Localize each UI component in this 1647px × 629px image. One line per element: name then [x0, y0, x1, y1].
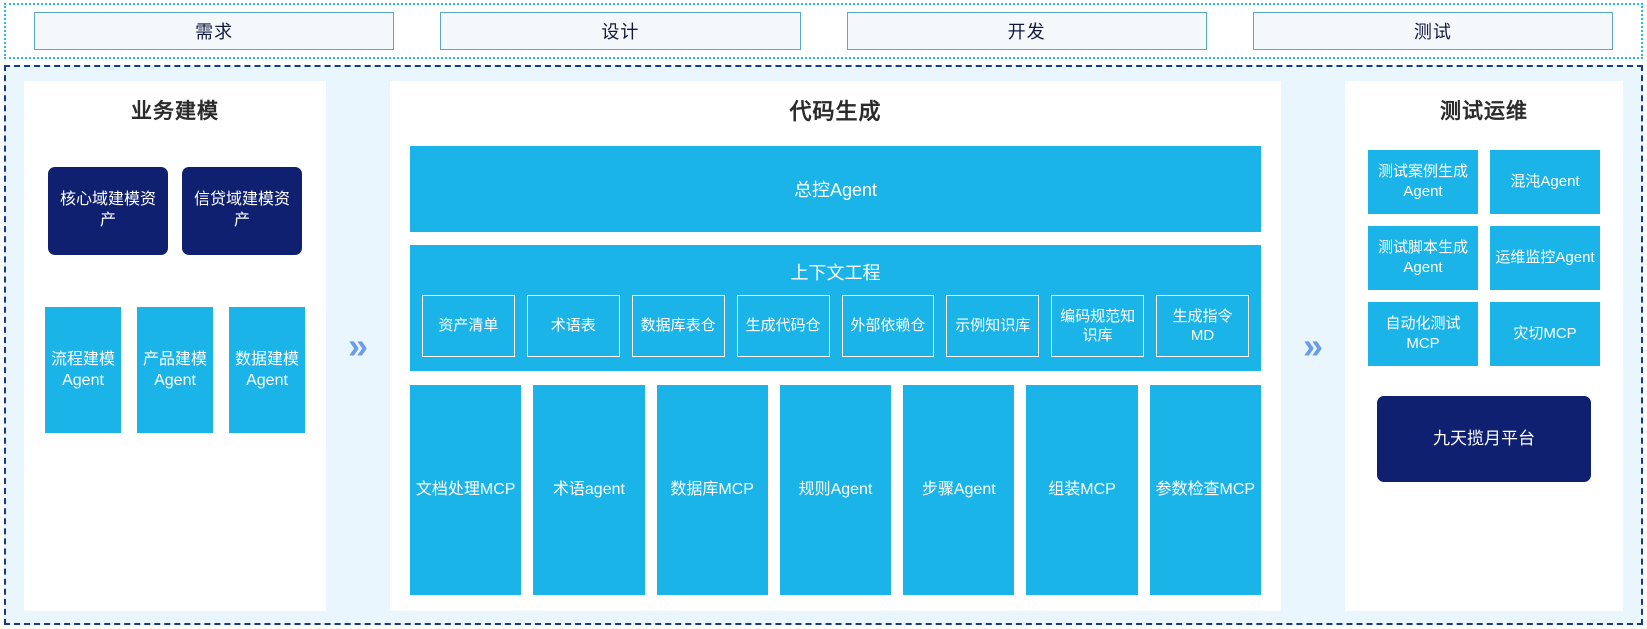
business-asset-group: 核心域建模资产 信贷域建模资产 [48, 167, 302, 255]
context-item-generated-code-repo[interactable]: 生成代码仓 [736, 295, 830, 357]
card-label: 核心域建模资产 [59, 191, 156, 229]
card-label: 参数检查MCP [1155, 481, 1256, 499]
panel-title: 业务建模 [131, 100, 219, 123]
chevron-right-icon-left: » [326, 81, 390, 611]
platform-card-jiutian-lanyue[interactable]: 九天揽月平台 [1377, 396, 1591, 482]
tool-card-assembly-mcp[interactable]: 组装MCP [1026, 385, 1138, 595]
panel-business-modeling: 业务建模 核心域建模资产 信贷域建模资产 流程建模Agent 产品建模Agent… [24, 81, 326, 611]
card-label: 混沌Agent [1510, 173, 1580, 191]
context-item-asset-inventory[interactable]: 资产清单 [422, 295, 515, 357]
item-label: 生成代码仓 [745, 317, 821, 335]
stage-bar: 需求 设计 开发 测试 [4, 3, 1643, 59]
agent-card-data-modeling[interactable]: 数据建模Agent [229, 307, 305, 433]
context-engineering-block: 上下文工程 资产清单 术语表 数据库表仓 生成代码仓 [410, 245, 1261, 371]
card-label: 测试脚本生成Agent [1377, 239, 1468, 276]
item-label: 编码规范知识库 [1060, 307, 1136, 345]
chevron-right-icon-right: » [1281, 81, 1345, 611]
card-label: 九天揽月平台 [1433, 428, 1535, 448]
item-label: 生成指令MD [1172, 307, 1233, 345]
business-agent-group: 流程建模Agent 产品建模Agent 数据建模Agent [45, 307, 305, 433]
card-label: 产品建模Agent [142, 350, 207, 389]
banner-label: 总控Agent [793, 180, 878, 200]
stage-label: 设计 [601, 22, 640, 42]
card-label: 信贷域建模资产 [193, 191, 290, 229]
card-label: 灾切MCP [1513, 325, 1577, 343]
tool-card-row: 文档处理MCP 术语agent 数据库MCP 规则Agent 步骤Agent [410, 385, 1261, 595]
panel-title: 代码生成 [789, 99, 882, 124]
tool-card-database-mcp[interactable]: 数据库MCP [656, 385, 768, 595]
panel-test-operations: 测试运维 测试案例生成Agent 混沌Agent 测试脚本生成Agent 运维监… [1345, 81, 1623, 611]
card-label: 文档处理MCP [415, 481, 516, 499]
asset-card-core-domain[interactable]: 核心域建模资产 [48, 167, 168, 255]
stage-label: 需求 [195, 22, 234, 42]
panel-title: 测试运维 [1440, 100, 1528, 123]
item-label: 术语表 [550, 317, 596, 335]
item-label: 外部依赖仓 [850, 317, 926, 335]
item-label: 示例知识库 [955, 317, 1031, 335]
tool-card-glossary-agent[interactable]: 术语agent [533, 385, 645, 595]
stage-tab-requirements[interactable]: 需求 [34, 12, 395, 50]
card-label: 运维监控Agent [1495, 249, 1595, 267]
architecture-board: 业务建模 核心域建模资产 信贷域建模资产 流程建模Agent 产品建模Agent… [4, 65, 1643, 625]
master-agent-banner[interactable]: 总控Agent [410, 146, 1261, 232]
context-item-glossary[interactable]: 术语表 [526, 295, 620, 357]
tool-card-document-processing-mcp[interactable]: 文档处理MCP [410, 385, 522, 595]
test-agent-grid: 测试案例生成Agent 混沌Agent 测试脚本生成Agent 运维监控Agen… [1368, 150, 1600, 366]
agent-card-ops-monitoring[interactable]: 运维监控Agent [1490, 226, 1600, 290]
card-label: 术语agent [552, 481, 625, 499]
stage-label: 测试 [1413, 22, 1452, 42]
tool-card-rule-agent[interactable]: 规则Agent [779, 385, 892, 595]
panel-code-generation: 代码生成 总控Agent 上下文工程 资产清单 术语表 [390, 81, 1281, 611]
card-label: 步骤Agent [921, 481, 996, 499]
agent-card-chaos[interactable]: 混沌Agent [1490, 150, 1600, 214]
code-generation-body: 总控Agent 上下文工程 资产清单 术语表 数据库表仓 [390, 126, 1281, 611]
chevron-glyph: » [1302, 325, 1324, 366]
context-item-coding-standard-knowledge-base[interactable]: 编码规范知识库 [1051, 295, 1145, 357]
asset-card-credit-domain[interactable]: 信贷域建模资产 [182, 167, 302, 255]
agent-card-product-modeling[interactable]: 产品建模Agent [137, 307, 213, 433]
stage-label: 开发 [1007, 22, 1046, 42]
tool-card-step-agent[interactable]: 步骤Agent [903, 385, 1015, 595]
card-label: 流程建模Agent [50, 350, 115, 389]
context-engineering-title: 上下文工程 [790, 263, 881, 283]
context-item-external-dependency-repo[interactable]: 外部依赖仓 [841, 295, 935, 357]
agent-card-disaster-recovery-mcp[interactable]: 灾切MCP [1490, 302, 1600, 366]
stage-tab-testing[interactable]: 测试 [1252, 12, 1613, 50]
item-label: 数据库表仓 [640, 317, 716, 335]
item-label: 资产清单 [438, 317, 499, 335]
card-label: 自动化测试MCP [1385, 315, 1461, 352]
tool-card-parameter-check-mcp[interactable]: 参数检查MCP [1149, 385, 1261, 595]
agent-card-test-script-generation[interactable]: 测试脚本生成Agent [1368, 226, 1478, 290]
card-label: 规则Agent [798, 481, 873, 499]
stage-tab-design[interactable]: 设计 [440, 12, 801, 50]
context-item-db-table-repo[interactable]: 数据库表仓 [631, 295, 725, 357]
card-label: 组装MCP [1048, 481, 1116, 499]
card-label: 数据库MCP [670, 481, 754, 499]
chevron-glyph: » [347, 325, 369, 366]
test-operations-body: 测试案例生成Agent 混沌Agent 测试脚本生成Agent 运维监控Agen… [1345, 125, 1623, 496]
agent-card-test-case-generation[interactable]: 测试案例生成Agent [1368, 150, 1478, 214]
context-item-generation-instruction-md[interactable]: 生成指令MD [1156, 295, 1249, 357]
stage-tab-development[interactable]: 开发 [846, 12, 1207, 50]
context-item-row: 资产清单 术语表 数据库表仓 生成代码仓 外部依赖仓 [422, 295, 1249, 357]
agent-card-process-modeling[interactable]: 流程建模Agent [45, 307, 121, 433]
card-label: 测试案例生成Agent [1377, 163, 1468, 200]
agent-card-automated-test-mcp[interactable]: 自动化测试MCP [1368, 302, 1478, 366]
card-label: 数据建模Agent [234, 350, 299, 389]
context-item-example-knowledge-base[interactable]: 示例知识库 [946, 295, 1040, 357]
